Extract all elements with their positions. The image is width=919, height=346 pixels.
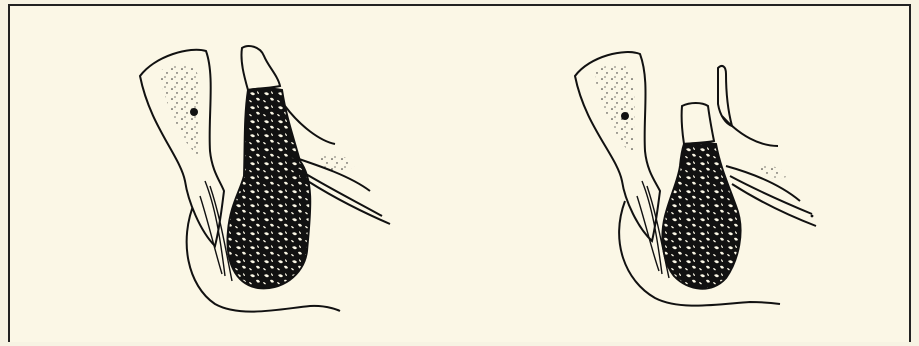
figure-frame	[8, 4, 911, 342]
lesion-mass	[662, 143, 740, 288]
tooth-crown	[682, 103, 714, 144]
periosteum-stipple	[760, 165, 788, 178]
tooth-crown	[241, 46, 280, 90]
lesion-mass	[227, 89, 310, 289]
speck	[811, 215, 814, 218]
left-illustration-panel	[10, 6, 450, 342]
tooth-spike	[718, 66, 732, 126]
left-anatomical-drawing	[10, 6, 450, 342]
foramen-dot	[190, 108, 198, 116]
right-anatomical-drawing	[460, 6, 900, 342]
foramen-dot	[621, 112, 629, 120]
right-illustration-panel	[460, 6, 900, 342]
